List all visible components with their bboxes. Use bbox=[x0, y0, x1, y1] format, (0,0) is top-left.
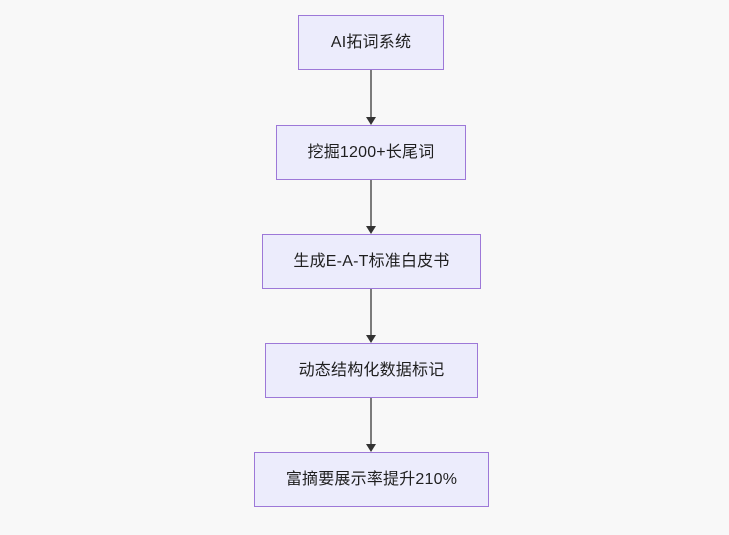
flow-node-label: 挖掘1200+长尾词 bbox=[307, 143, 435, 161]
arrow-down-icon bbox=[366, 335, 376, 343]
flow-edge-n2-n3 bbox=[370, 180, 372, 226]
flow-edge-n3-n4 bbox=[370, 289, 372, 335]
flow-node-rich-snippet-uplift[interactable]: 富摘要展示率提升210% bbox=[254, 452, 489, 507]
flow-node-label: AI拓词系统 bbox=[330, 33, 412, 51]
flow-node-ai-keyword-system[interactable]: AI拓词系统 bbox=[298, 15, 444, 70]
flow-node-label: 动态结构化数据标记 bbox=[298, 361, 445, 379]
flow-edge-n1-n2 bbox=[370, 70, 372, 117]
arrow-down-icon bbox=[366, 117, 376, 125]
flow-node-label: 生成E-A-T标准白皮书 bbox=[293, 252, 450, 270]
arrow-down-icon bbox=[366, 226, 376, 234]
arrow-down-icon bbox=[366, 444, 376, 452]
flow-edge-n4-n5 bbox=[370, 398, 372, 444]
flow-node-label: 富摘要展示率提升210% bbox=[285, 470, 458, 488]
flow-node-generate-eat-whitepaper[interactable]: 生成E-A-T标准白皮书 bbox=[262, 234, 481, 289]
flow-node-mine-longtail-keywords[interactable]: 挖掘1200+长尾词 bbox=[276, 125, 466, 180]
flow-node-dynamic-structured-data[interactable]: 动态结构化数据标记 bbox=[265, 343, 478, 398]
